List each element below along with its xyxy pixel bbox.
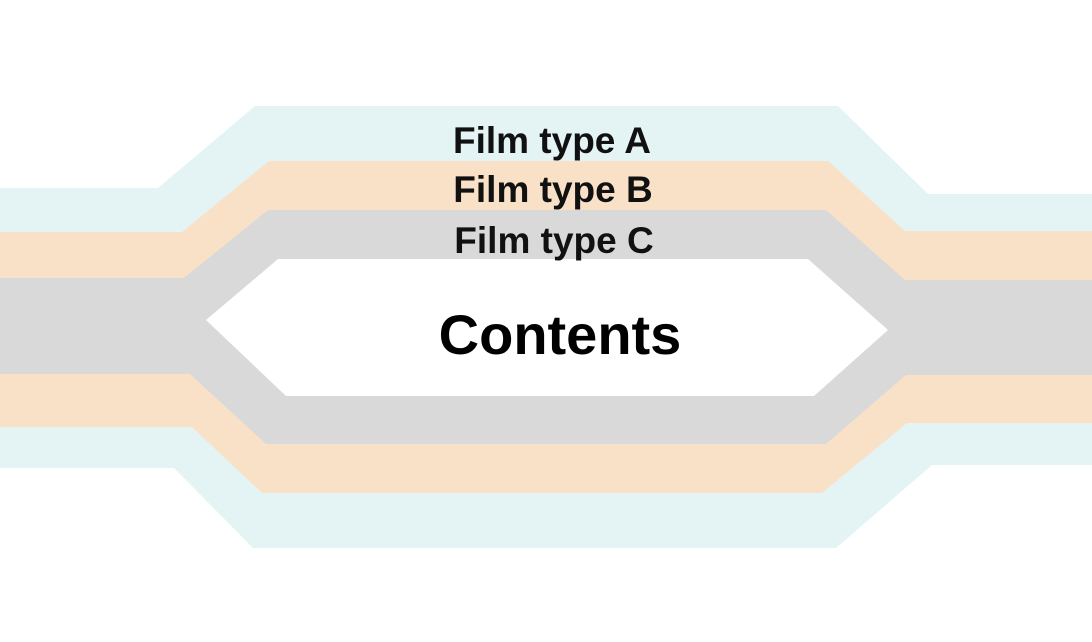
contents-label: Contents (439, 303, 682, 366)
film-type-a-label: Film type A (453, 120, 651, 161)
contents-core (206, 259, 888, 396)
film-type-b-label: Film type B (453, 169, 652, 210)
film-type-c-label: Film type C (454, 220, 653, 261)
